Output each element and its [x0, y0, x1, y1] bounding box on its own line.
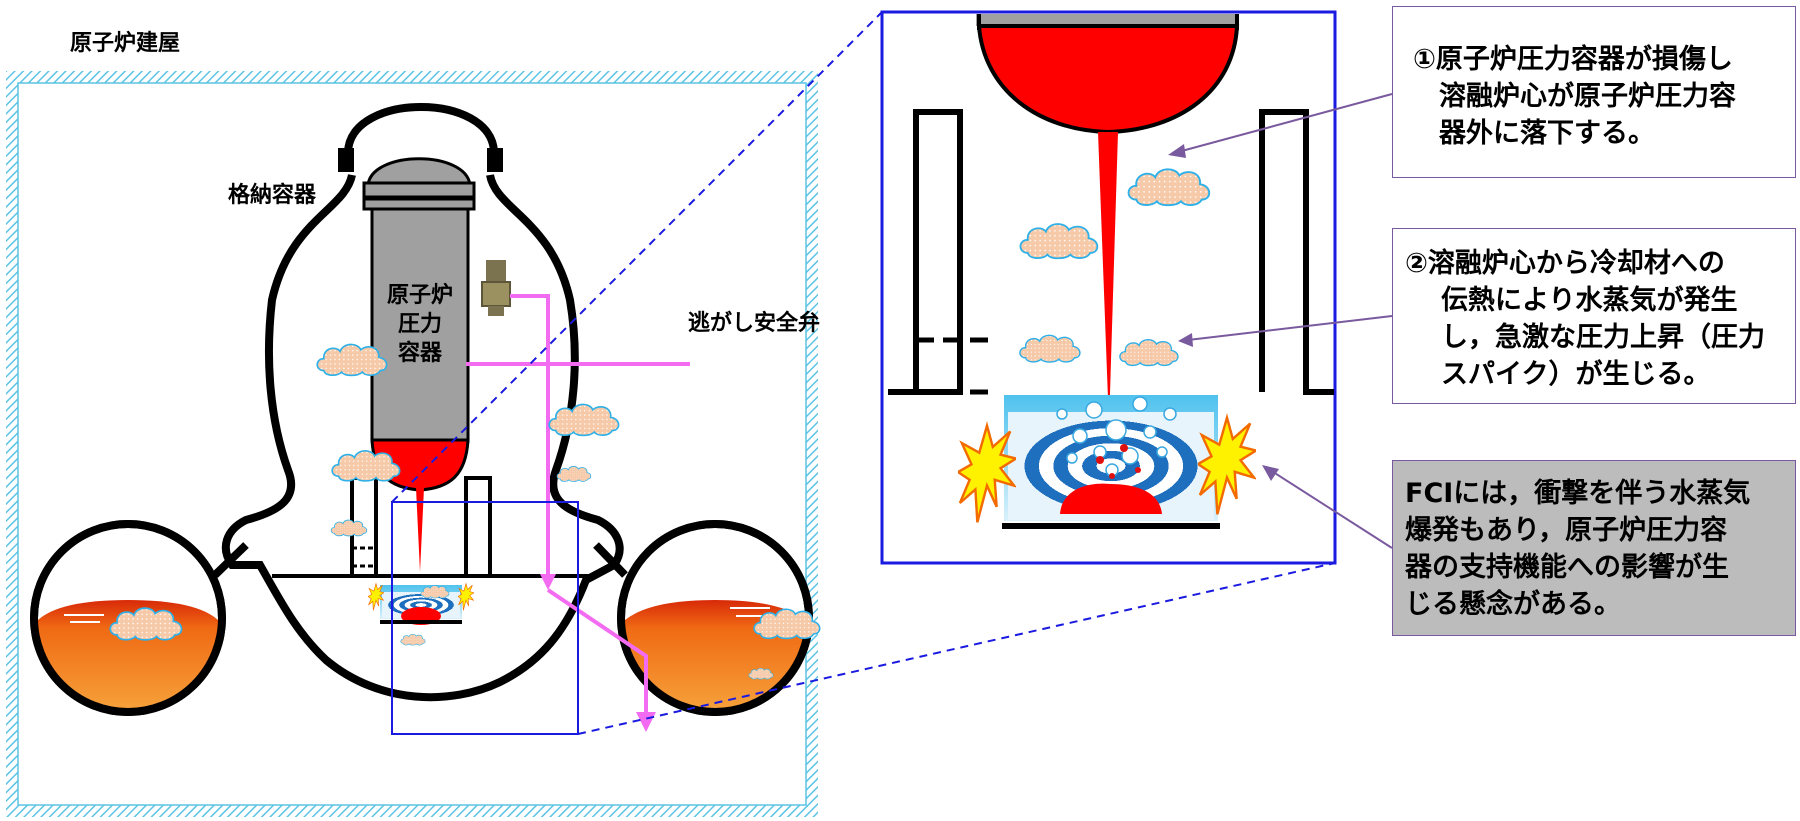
svg-text:圧力: 圧力: [398, 312, 442, 337]
zoom-source-frame: [391, 501, 579, 735]
callout-arrows: [1168, 93, 1393, 549]
svg-text:容器: 容器: [398, 340, 443, 366]
zoom-lines: [391, 11, 1336, 735]
relief-valve-icon: [481, 260, 511, 316]
reactor-pressure-vessel: [362, 157, 476, 572]
zoom-detail-panel: [880, 10, 1337, 565]
pedestal-mini: [350, 476, 492, 625]
reactor-building: [6, 71, 818, 817]
relief-valve-label: 逃がし安全弁: [688, 310, 820, 336]
note-fci-steam-explosion: FCIには，衝撃を伴う水蒸気 爆発もあり，原子炉圧力容 器の支持機能への影響が生…: [1392, 460, 1796, 636]
rpv-label: 原子炉 圧力 容器: [387, 283, 453, 366]
svg-text:原子炉: 原子炉: [387, 283, 453, 308]
steam-cloud-icon: [1019, 222, 1099, 260]
steam-cloud-icon: [1127, 168, 1211, 207]
note-pressure-spike: ②溶融炉心から冷却材への 伝熱により水蒸気が発生 し，急激な圧力上昇（圧力 スパ…: [1392, 228, 1796, 404]
containment-label: 格納容器: [228, 182, 317, 208]
steam-cloud-icon: [1019, 334, 1081, 363]
steam-cloud-icon: [1119, 338, 1179, 367]
building-label: 原子炉建屋: [70, 31, 180, 56]
containment-vessel: [30, 103, 813, 716]
note-rpv-failure: ①原子炉圧力容器が損傷し 溶融炉心が原子炉圧力容 器外に落下する。: [1392, 6, 1796, 178]
